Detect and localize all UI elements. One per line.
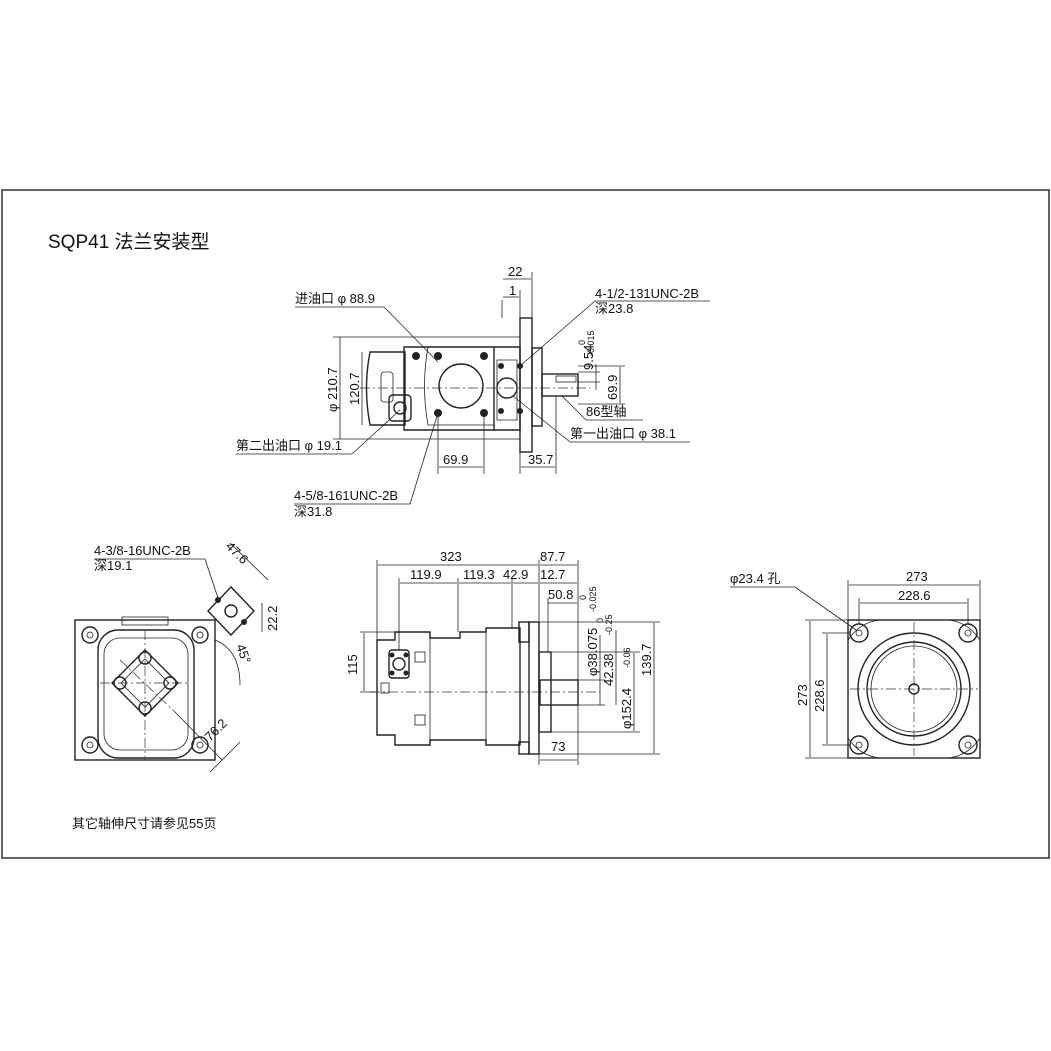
top-mount-flange	[519, 317, 533, 453]
dim-22: 22	[508, 264, 522, 279]
front-view: 323 87.7 119.9 119.3 42.9 12.7 50.8 115 …	[345, 549, 660, 765]
dim-228-6-v: 228.6	[812, 679, 827, 712]
dim-119-9: 119.9	[410, 567, 442, 582]
footnote: 其它轴伸尺寸请参见55页	[72, 816, 216, 831]
angle-45: 45°	[233, 642, 254, 666]
dim-22-2: 22.2	[265, 606, 280, 631]
outlet2-label: 第二出油口 φ 19.1	[236, 438, 342, 453]
tol-152-low: -0.06	[622, 647, 632, 668]
left-top-tab	[121, 616, 169, 626]
tol-9-54-up: 0	[577, 340, 587, 345]
dim-273-h: 273	[906, 569, 928, 584]
right-flange	[847, 619, 981, 759]
tol-42-up: 0	[595, 618, 605, 623]
shaft-label: 86型轴	[586, 404, 626, 419]
dim-phi-152-4: φ152.4	[619, 688, 634, 729]
hole-label: φ23.4 孔	[730, 571, 780, 586]
top-outlet2-port	[393, 401, 407, 415]
top-view: 22 1 进油口 φ 88.9 φ 210.7 120.7 第二出油口 φ 19…	[236, 264, 710, 519]
dim-42-9: 42.9	[503, 567, 528, 582]
top-rear-boss	[380, 371, 394, 403]
dim-1: 1	[509, 283, 516, 298]
dim-323: 323	[440, 549, 462, 564]
top-shaft	[541, 373, 579, 397]
drawing-title: SQP41 法兰安装型	[48, 231, 210, 253]
top-bolt	[412, 352, 420, 360]
tol-38-low: -0.025	[588, 586, 598, 612]
dim-47-6: 47.6	[223, 539, 252, 568]
thread-a-depth: 深23.8	[595, 301, 633, 316]
left-detail-flange	[207, 585, 255, 637]
dim-87-7: 87.7	[540, 549, 565, 564]
front-shaft	[539, 679, 579, 706]
top-pilot	[531, 347, 543, 427]
top-shaft-key	[555, 375, 577, 383]
dim-119-3: 119.3	[463, 567, 495, 582]
outlet1-label: 第一出油口 φ 38.1	[570, 426, 676, 441]
tol-42-low: -0.25	[604, 614, 614, 635]
dim-12-7: 12.7	[540, 567, 565, 582]
sheet-border	[1, 189, 1050, 859]
dim-69-9-v: 69.9	[605, 375, 620, 400]
top-rear-cover	[365, 351, 406, 426]
dim-phi-210-7: φ 210.7	[325, 367, 340, 412]
front-mount-flange	[528, 621, 540, 755]
dim-120-7: 120.7	[347, 372, 362, 405]
dim-50-8: 50.8	[548, 587, 573, 602]
thread-a-label: 4-1/2-131UNC-2B	[595, 286, 699, 301]
front-body	[376, 627, 521, 746]
top-bolt	[434, 352, 442, 360]
dim-139-7: 139.7	[639, 643, 654, 676]
dim-69-9-h: 69.9	[443, 452, 468, 467]
top-inlet-flange	[424, 346, 495, 426]
left-thread-depth: 深19.1	[94, 558, 132, 573]
top-front-housing	[494, 346, 521, 431]
top-bolt	[498, 408, 504, 414]
dim-9-54: 9.54	[581, 345, 596, 370]
left-thread-label: 4-3/8-16UNC-2B	[94, 543, 191, 558]
dim-115: 115	[345, 654, 360, 675]
dim-42-38: 42.38	[601, 653, 616, 686]
dim-228-6-h: 228.6	[898, 588, 931, 603]
top-outlet1-flange	[496, 359, 518, 421]
top-inlet-port	[438, 363, 484, 409]
thread-b-depth: 深31.8	[294, 504, 332, 519]
dim-35-7: 35.7	[528, 452, 553, 467]
top-bolt	[498, 363, 504, 369]
left-view: 4-3/8-16UNC-2B 深19.1 47.6 22.2 45° 76.2	[74, 539, 280, 773]
top-bolt	[480, 352, 488, 360]
dim-73: 73	[551, 739, 565, 754]
thread-b-label: 4-5/8-161UNC-2B	[294, 488, 398, 503]
dim-273-v: 273	[795, 684, 810, 706]
tol-38-up: 0	[578, 595, 588, 600]
inlet-label: 进油口 φ 88.9	[295, 291, 375, 306]
top-outlet2-flange	[388, 394, 412, 422]
right-view: φ23.4 孔 273 228.6 273 228.6	[730, 569, 981, 759]
tol-9-54-low: -0.015	[586, 330, 596, 356]
left-cover	[97, 629, 195, 759]
